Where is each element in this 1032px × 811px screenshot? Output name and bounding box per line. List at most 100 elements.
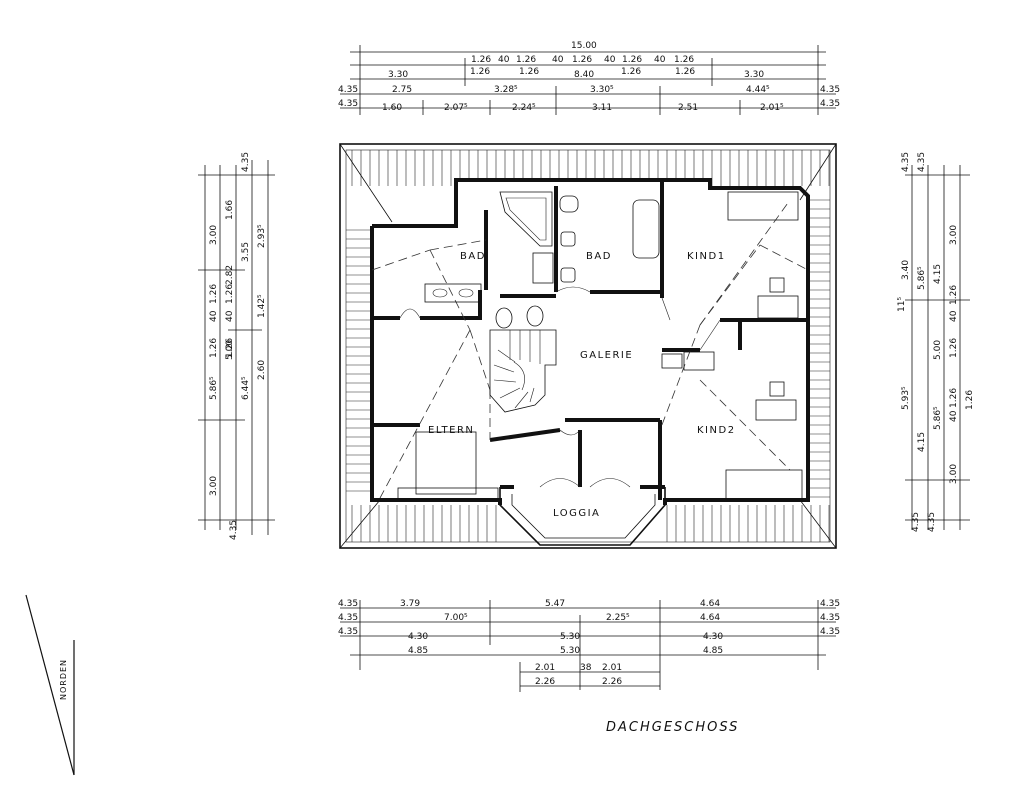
dim-top-r2-6: 3.30 <box>744 70 764 80</box>
dim-right-mid-1: 5.00 <box>933 340 943 360</box>
dim-bottom-r2-0: 4.35 <box>338 613 358 623</box>
dim-bottom-r2-3: 4.64 <box>700 613 720 623</box>
dim-bottom-r1-3: 4.64 <box>700 599 720 609</box>
dim-top-r4-1: 1.60 <box>382 103 402 113</box>
dim-bottom-r3-1: 4.30 <box>408 632 428 642</box>
dim-left-inner-1: 2.82 <box>225 265 235 285</box>
dim-left-outer-4: 5.86⁵ <box>209 376 219 400</box>
dim-right-inner-1: 1.26 <box>949 285 959 305</box>
dim-bottom-r4-0: 4.85 <box>408 646 428 656</box>
dim-left-outer-3: 1.26 <box>209 338 219 358</box>
dim-top-r3-0: 4.35 <box>338 85 358 95</box>
dim-right-mid-0: 4.15 <box>933 264 943 284</box>
dim-top-r4-3: 2.24⁵ <box>512 103 536 113</box>
dim-top-r4-4: 3.11 <box>592 103 612 113</box>
dim-top-r4-2: 2.07⁵ <box>444 103 468 113</box>
walls <box>370 178 810 505</box>
dim-left-edge-1: 4.35 <box>229 520 239 540</box>
dim-right-edge-1: 4.35 <box>917 152 927 172</box>
dim-top-r4-5: 2.51 <box>678 103 698 113</box>
dim-top-total: 15.00 <box>571 41 597 51</box>
dim-left-mid-1: 3.55 <box>241 242 251 262</box>
dim-top-r1-4: 1.26 <box>572 55 592 65</box>
room-label-galerie: GALERIE <box>580 350 633 361</box>
dim-bottom-r1-4: 4.35 <box>820 599 840 609</box>
dim-left-inner-0: 2.93⁵ <box>257 224 267 248</box>
dim-top-r4-6: 2.01⁵ <box>760 103 784 113</box>
dim-bottom-r5-2: 2.01 <box>602 663 622 673</box>
dim-top-r1-8: 1.26 <box>674 55 694 65</box>
room-label-kind2: KIND2 <box>697 425 736 436</box>
bathroom-fixtures <box>424 191 660 329</box>
dim-bottom-r2-2: 2.25⁵ <box>606 613 630 623</box>
dim-right-outer-3: 4.15 <box>917 432 927 452</box>
dim-right-inner-2: 40 <box>949 310 959 322</box>
dimension-chain-left: 3.00 1.26 40 1.26 5.86⁵ 3.00 1.66 3.55 1… <box>198 152 275 540</box>
dim-right-mid-2: 5.86⁵ <box>933 406 943 430</box>
dim-top-r3-2: 3.28⁵ <box>494 85 518 95</box>
dim-top-r3-1: 2.75 <box>392 85 412 95</box>
room-label-eltern: ELTERN <box>428 425 474 436</box>
dim-top-r4-7: 4.35 <box>820 99 840 109</box>
roof-eaves-hatching <box>346 150 830 542</box>
dim-top-r2-0: 3.30 <box>388 70 408 80</box>
door-swings <box>399 286 721 488</box>
dim-top-r3-5: 4.35 <box>820 85 840 95</box>
dim-right-outer-0: 3.40 <box>901 260 911 280</box>
dim-right-mark: 11⁵ <box>897 297 907 312</box>
dim-top-r3-4: 4.44⁵ <box>746 85 770 95</box>
dimension-chain-bottom: 4.35 3.79 5.47 4.64 4.35 4.35 7.00⁵ 2.25… <box>338 599 840 692</box>
room-label-bad-2: BAD <box>586 251 612 262</box>
dim-left-mid-4: 1.26 <box>225 338 235 358</box>
dim-top-r2-1: 1.26 <box>470 67 490 77</box>
dim-top-r2-4: 1.26 <box>621 67 641 77</box>
dim-bottom-r1-1: 3.79 <box>400 599 420 609</box>
room-label-bad-1: BAD <box>460 251 486 262</box>
staircase <box>489 329 557 413</box>
room-label-loggia: LOGGIA <box>553 508 600 519</box>
building-outline <box>339 143 837 549</box>
north-label: NORDEN <box>59 659 68 700</box>
dim-right-edge-0: 4.35 <box>901 152 911 172</box>
dim-top-r3-3: 3.30⁵ <box>590 85 614 95</box>
dim-left-outer-1: 1.26 <box>209 284 219 304</box>
dim-top-r2-5: 1.26 <box>675 67 695 77</box>
dim-right-inner-5: 40 <box>949 410 959 422</box>
dim-bottom-r3-0: 4.35 <box>338 627 358 637</box>
dim-right-edge-3: 4.35 <box>927 512 937 532</box>
dim-top-r1-6: 1.26 <box>622 55 642 65</box>
dim-left-mid-3: 40 <box>225 310 235 322</box>
dim-bottom-r5-0: 2.01 <box>535 663 555 673</box>
dim-bottom-r6-0: 2.26 <box>535 677 555 687</box>
dim-top-r2-2: 1.26 <box>519 67 539 77</box>
dim-bottom-r3-4: 4.35 <box>820 627 840 637</box>
room-label-kind1: KIND1 <box>687 251 726 262</box>
dim-bottom-r3-3: 4.30 <box>703 632 723 642</box>
dim-right-inner-7: 3.00 <box>949 464 959 484</box>
dim-bottom-r2-4: 4.35 <box>820 613 840 623</box>
dim-bottom-r1-2: 5.47 <box>545 599 565 609</box>
dim-bottom-r1-0: 4.35 <box>338 599 358 609</box>
dim-bottom-r6-1: 2.26 <box>602 677 622 687</box>
dim-top-r1-7: 40 <box>654 55 666 65</box>
dim-top-r1-1: 40 <box>498 55 510 65</box>
dim-top-r1-0: 1.26 <box>471 55 491 65</box>
dim-right-outer-1: 5.86⁵ <box>917 266 927 290</box>
dim-left-outer-0: 3.00 <box>209 225 219 245</box>
dim-bottom-r2-1: 7.00⁵ <box>444 613 468 623</box>
dim-left-inner-2: 1.42⁵ <box>257 294 267 318</box>
dim-left-mid-2: 1.26 <box>225 284 235 304</box>
dimension-chain-top: 15.00 1.26 40 1.26 40 1.26 40 1.26 40 1.… <box>338 41 840 115</box>
roof-ridge-dashed <box>371 199 809 499</box>
dim-left-inner-3: 5.00 <box>225 340 235 360</box>
north-arrow: NORDEN <box>25 594 75 776</box>
dim-right-inner-0: 3.00 <box>949 225 959 245</box>
dim-top-r4-0: 4.35 <box>338 99 358 109</box>
dim-top-r1-2: 1.26 <box>516 55 536 65</box>
dimension-chain-right: 3.40 5.86⁵ 5.93⁵ 4.15 4.15 5.00 5.86⁵ 3.… <box>897 152 975 532</box>
dim-top-r2-3: 8.40 <box>574 70 594 80</box>
dim-left-mid-6: 2.60 <box>257 360 267 380</box>
dim-left-outer-2: 40 <box>209 310 219 322</box>
dim-left-mid-5: 6.44⁵ <box>241 376 251 400</box>
